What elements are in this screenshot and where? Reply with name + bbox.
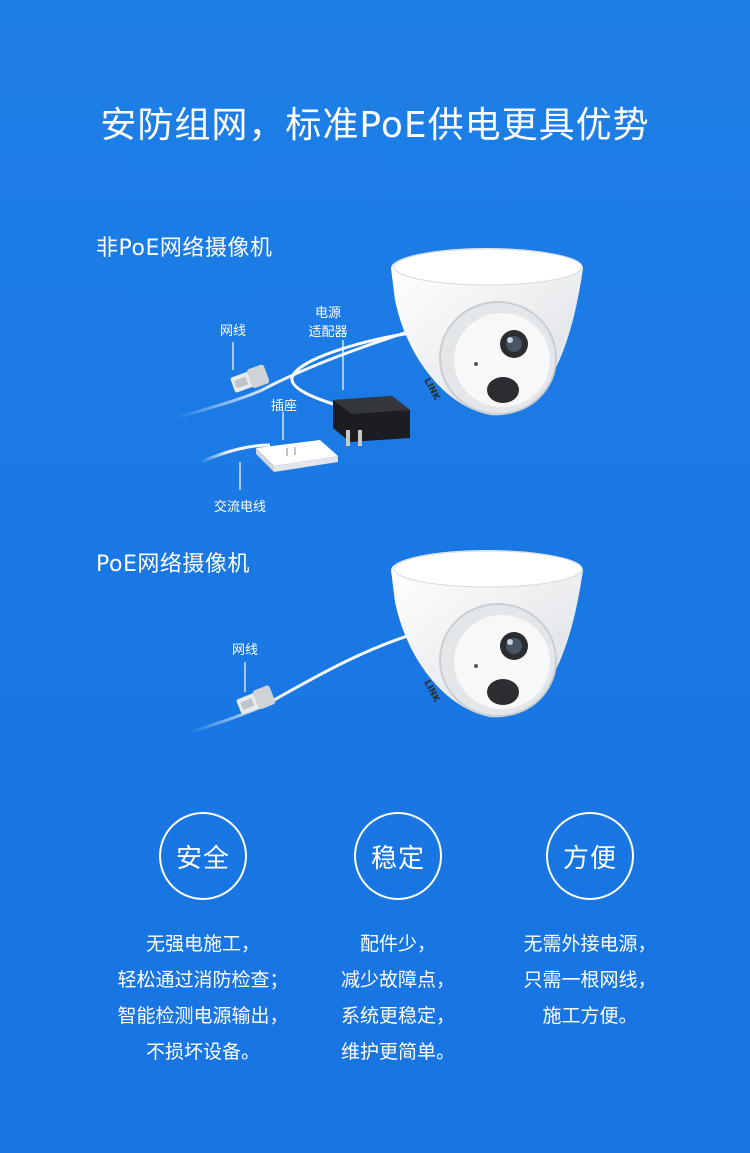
poe-section-title: PoE网络摄像机 <box>96 552 250 577</box>
socket-icon <box>256 440 338 472</box>
poe-camera-illustration: LINK <box>189 550 583 734</box>
adapter-callout-line2: 适配器 <box>308 325 348 340</box>
feature-safety-circle: 安全 <box>159 812 247 900</box>
feature-safety-desc: 无强电施工， 轻松通过消防检查； 智能检测电源输出， 不损坏设备。 <box>93 926 313 1070</box>
feature-stability-line-3: 系统更稳定， <box>340 1005 455 1027</box>
feature-stability-line-4: 维护更简单。 <box>340 1041 455 1063</box>
feature-stability-line-2: 减少故障点， <box>340 969 455 991</box>
poe-rj45-connector-icon <box>236 685 276 715</box>
dome-camera-icon: LINK <box>391 248 583 416</box>
poe-network-cable <box>189 630 421 734</box>
adapter-callout-line1: 电源 <box>314 306 341 321</box>
feature-convenience: 方便 无需外接电源， 只需一根网线， 施工方便。 <box>480 812 700 1034</box>
ac-cable <box>199 443 271 464</box>
power-cable <box>290 330 419 410</box>
non-poe-section-title: 非PoE网络摄像机 <box>96 236 273 261</box>
feature-safety-line-2: 轻松通过消防检查； <box>117 969 289 991</box>
non-poe-camera-illustration: LINK <box>174 248 583 490</box>
ac-cable-callout: 交流电线 <box>213 500 266 515</box>
rj45-connector-icon <box>230 364 270 393</box>
feature-convenience-desc: 无需外接电源， 只需一根网线， 施工方便。 <box>480 926 700 1034</box>
feature-safety: 安全 无强电施工， 轻松通过消防检查； 智能检测电源输出， 不损坏设备。 <box>93 812 313 1070</box>
feature-convenience-line-1: 无需外接电源， <box>523 933 657 955</box>
feature-stability-line-1: 配件少， <box>359 933 436 955</box>
poe-dome-camera-icon: LINK <box>391 550 583 718</box>
poe-network-cable-callout: 网线 <box>231 643 258 658</box>
network-cable <box>174 326 421 420</box>
feature-convenience-circle: 方便 <box>546 812 634 900</box>
feature-safety-line-4: 不损坏设备。 <box>145 1041 260 1063</box>
socket-callout: 插座 <box>270 399 297 414</box>
feature-convenience-line-2: 只需一根网线， <box>523 969 657 991</box>
feature-safety-line-3: 智能检测电源输出， <box>117 1005 289 1027</box>
feature-safety-line-1: 无强电施工， <box>145 933 260 955</box>
feature-stability-circle: 稳定 <box>354 812 442 900</box>
feature-convenience-line-3: 施工方便。 <box>542 1005 638 1027</box>
network-cable-callout: 网线 <box>219 324 246 339</box>
feature-stability: 稳定 配件少， 减少故障点， 系统更稳定， 维护更简单。 <box>288 812 508 1070</box>
page-title: 安防组网，标准PoE供电更具优势 <box>100 105 650 146</box>
power-adapter-icon <box>333 396 410 446</box>
feature-stability-desc: 配件少， 减少故障点， 系统更稳定， 维护更简单。 <box>288 926 508 1070</box>
